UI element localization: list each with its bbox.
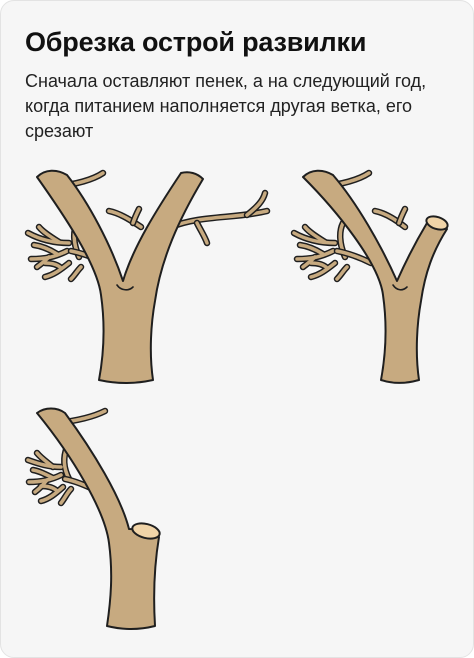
page-description: Сначала оставляют пенек, а на следующий … [25,71,427,141]
middle-twig [105,205,145,231]
tree-stage-2 [294,169,449,384]
tree-stage-1 [28,169,271,384]
trunk-after-cut [36,407,160,630]
page-title: Обрезка острой развилки [25,27,367,57]
left-twig-cluster [294,223,375,279]
stub-cut-surface [425,215,449,231]
fork-crease [392,284,408,291]
tree-stage-3 [28,407,161,630]
fork-crease [116,284,134,291]
trunk-with-stub [302,169,448,384]
middle-twig [371,205,409,231]
trunk-fork [36,169,204,384]
final-cut-surface [131,522,161,540]
